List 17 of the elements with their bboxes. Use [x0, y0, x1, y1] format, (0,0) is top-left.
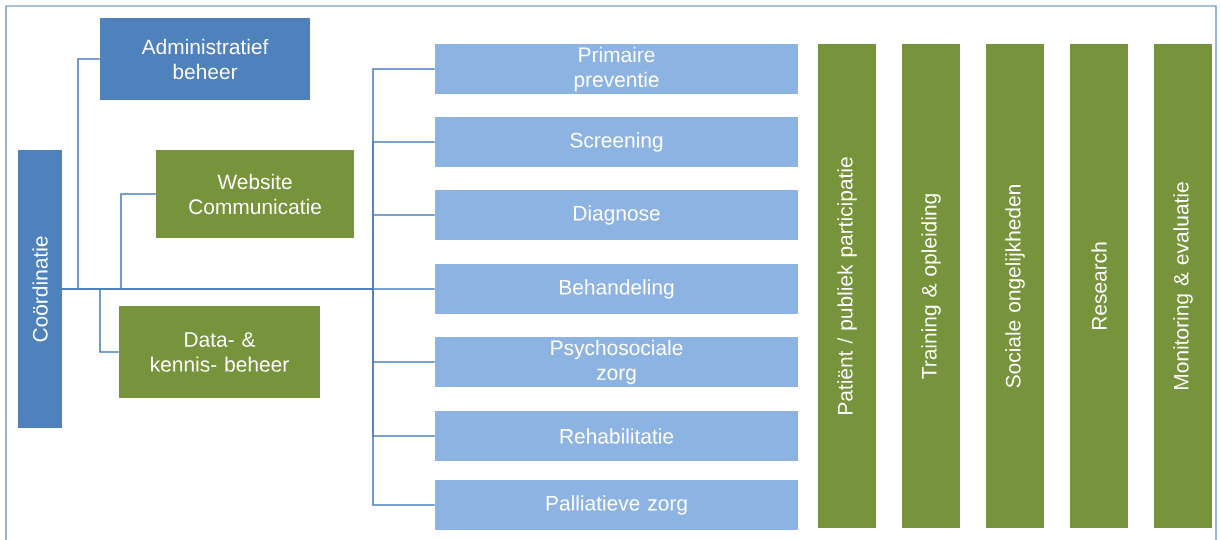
process-box: Administratief beheer — [100, 18, 310, 100]
process-box: Screening — [435, 117, 798, 167]
theme-column: Sociale ongelijkheden — [986, 44, 1044, 528]
process-box: Primaire preventie — [435, 44, 798, 94]
theme-column: Training & opleiding — [902, 44, 960, 528]
process-box: Data- & kennis- beheer — [119, 306, 320, 398]
process-box: Diagnose — [435, 190, 798, 240]
theme-column: Research — [1070, 44, 1128, 528]
process-box: Website Communicatie — [156, 150, 354, 238]
coordination-bar: Coördinatie — [18, 150, 62, 428]
process-box: Rehabilitatie — [435, 411, 798, 461]
theme-column: Patiënt / publiek participatie — [818, 44, 876, 528]
process-box: Psychosociale zorg — [435, 337, 798, 387]
process-box: Behandeling — [435, 264, 798, 314]
process-box: Palliatieve zorg — [435, 480, 798, 530]
connector — [61, 288, 436, 506]
theme-column: Monitoring & evaluatie — [1154, 44, 1212, 528]
